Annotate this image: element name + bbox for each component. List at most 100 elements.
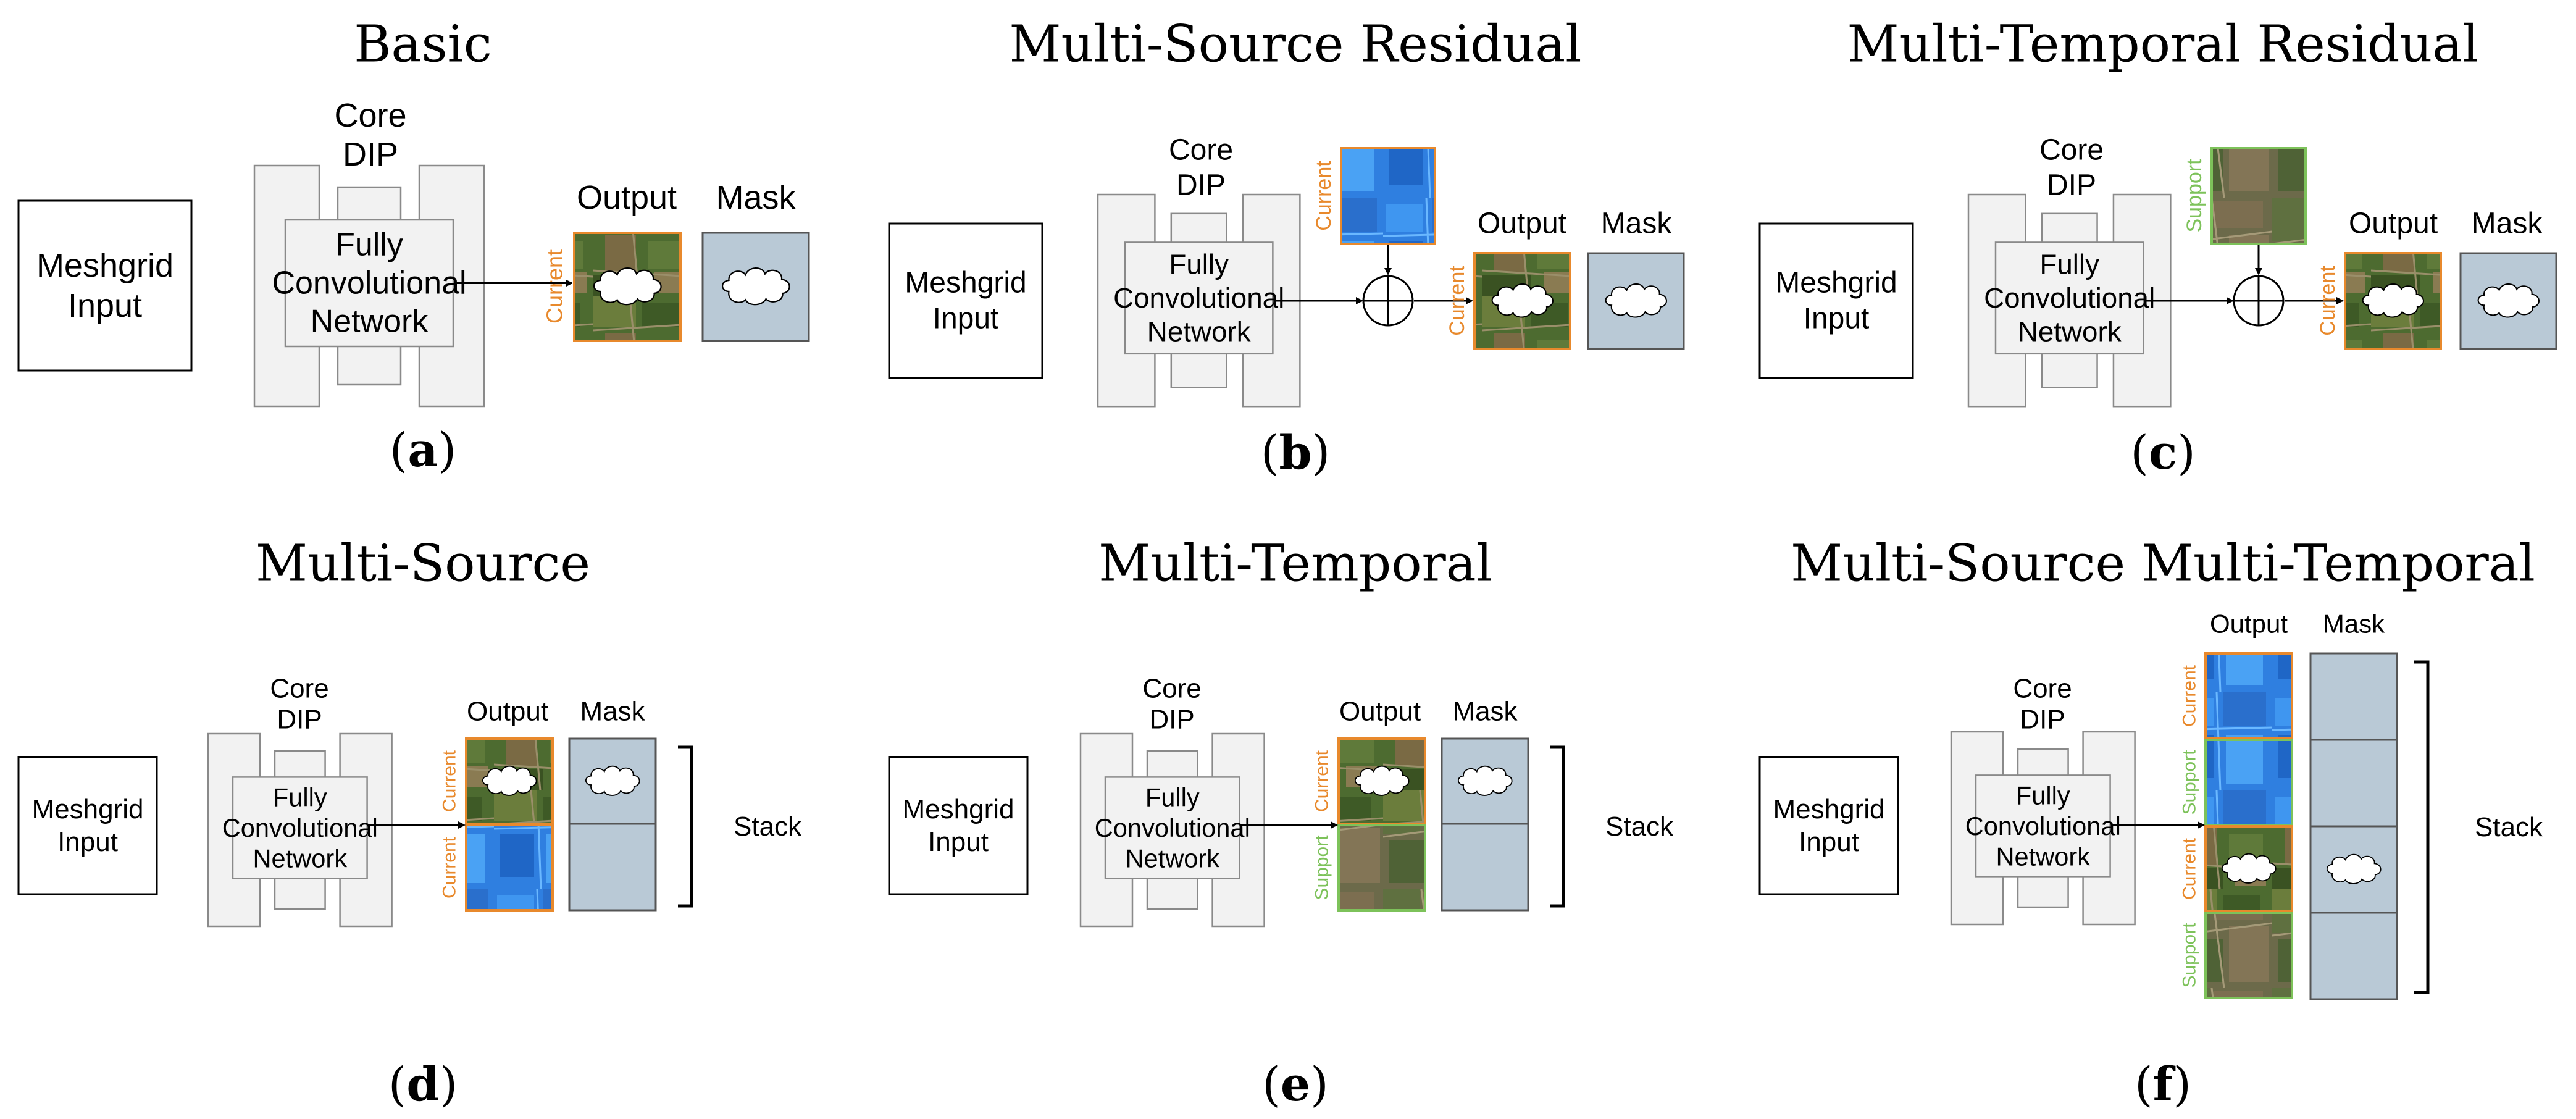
- meshgrid-input-label: Input: [57, 827, 118, 857]
- fcn-box: [1994, 241, 2144, 355]
- panel-b: Multi-Source Residual(b)MeshgridInputCor…: [888, 15, 1685, 480]
- meshgrid-input-label: Input: [928, 827, 989, 857]
- current-tag: Current: [1445, 266, 1469, 336]
- core-dip-label: DIP: [1149, 705, 1194, 735]
- current-tag: Current: [1312, 161, 1336, 231]
- output-current-image: [465, 737, 554, 825]
- stack-bracket: [1550, 745, 1565, 908]
- fcn-label: Fully: [1145, 782, 1200, 811]
- fcn-label: Convolutional: [1965, 811, 2121, 840]
- panel-title: Multi-Temporal Residual: [1847, 15, 2479, 74]
- fcn-box: [232, 776, 368, 879]
- meshgrid-input-label: Meshgrid: [36, 247, 174, 284]
- core-dip-label: Core: [2013, 674, 2072, 704]
- meshgrid-input-label: Meshgrid: [1773, 794, 1885, 824]
- fcn-label: Convolutional: [1984, 282, 2155, 314]
- mask-label: Mask: [716, 179, 796, 216]
- current-tag: Current: [440, 836, 460, 899]
- output-label: Output: [1339, 697, 1421, 727]
- current-tag: Current: [2316, 266, 2340, 336]
- mask-tile: [2309, 912, 2398, 1000]
- output-label: Output: [1478, 207, 1566, 240]
- cloud-icon: [721, 267, 790, 306]
- residual-add-node: [2233, 275, 2285, 327]
- panel-title: Multi-Source: [256, 535, 590, 593]
- residual-add-node: [1362, 275, 1414, 327]
- stack-label: Stack: [2475, 812, 2543, 842]
- cloud-icon: [1491, 283, 1554, 318]
- cloud-icon: [1605, 283, 1667, 318]
- panel-e: Multi-Temporal(e)MeshgridInputCoreDIPFul…: [888, 535, 1674, 1112]
- meshgrid-input-label: Input: [1804, 302, 1870, 335]
- panel-title: Multi-Source Multi-Temporal: [1791, 535, 2535, 593]
- mask-label: Mask: [1601, 207, 1673, 240]
- fcn-label: Network: [311, 304, 429, 340]
- meshgrid-input-label: Input: [933, 302, 999, 335]
- support-tag: Support: [2180, 923, 2200, 988]
- output-label: Output: [467, 697, 548, 727]
- meshgrid-input-label: Meshgrid: [32, 794, 144, 824]
- core-dip-label: Core: [334, 97, 406, 134]
- fcn-label: Network: [1126, 844, 1220, 873]
- core-dip-label: Core: [270, 674, 328, 704]
- panel-c: Multi-Temporal Residual(c)MeshgridInputC…: [1758, 15, 2557, 480]
- core-dip-label: Core: [1142, 674, 1201, 704]
- stack-label: Stack: [734, 811, 802, 842]
- stack-bracket: [678, 745, 693, 908]
- fcn-label: Convolutional: [1113, 282, 1284, 314]
- meshgrid-input-label: Input: [68, 287, 142, 324]
- mask-tile: [1587, 252, 1685, 350]
- mask-tile: [2309, 825, 2398, 914]
- mask-tile: [701, 232, 810, 342]
- output-support-image: [2204, 912, 2293, 999]
- cloud-icon: [1457, 765, 1513, 796]
- panel-caption: (a): [390, 422, 457, 477]
- meshgrid-input-box: [1758, 222, 1914, 379]
- meshgrid-input-box: [17, 199, 193, 372]
- panel-title: Multi-Source Residual: [1010, 15, 1582, 74]
- fcn-label: Network: [1147, 316, 1251, 348]
- panel-caption: (d): [388, 1057, 458, 1112]
- meshgrid-input-label: Meshgrid: [905, 267, 1026, 300]
- fcn-box: [284, 219, 454, 348]
- panel-title: Basic: [354, 15, 491, 74]
- meshgrid-input-box: [888, 222, 1043, 379]
- meshgrid-input-box: [888, 756, 1029, 895]
- mask-tile: [1441, 737, 1529, 825]
- core-dip-label: DIP: [2020, 705, 2065, 735]
- cloud-icon: [593, 267, 662, 306]
- stack-label: Stack: [1605, 811, 1674, 842]
- fcn-box: [1975, 774, 2111, 878]
- output-image: [2344, 252, 2442, 350]
- current-tag: Current: [1312, 750, 1332, 812]
- core-dip-label: Core: [1169, 134, 1233, 167]
- current-tag: Current: [2180, 664, 2200, 727]
- core-dip-label: DIP: [277, 705, 322, 735]
- output-current-source-image: [465, 824, 554, 912]
- output-label: Output: [2349, 207, 2438, 240]
- support-tag: Support: [2183, 159, 2206, 233]
- cloud-icon: [2221, 853, 2277, 884]
- output-current-image: [2204, 825, 2293, 913]
- meshgrid-input-box: [1758, 756, 1899, 895]
- panel-a: Basic(a)MeshgridInputCoreDIPFullyConvolu…: [17, 15, 810, 477]
- fcn-label: Fully: [2039, 249, 2099, 280]
- meshgrid-input-label: Input: [1799, 827, 1859, 857]
- meshgrid-input-label: Meshgrid: [1775, 267, 1897, 300]
- core-dip-label: Core: [2039, 134, 2104, 167]
- core-dip-label: DIP: [1176, 169, 1226, 202]
- mask-label: Mask: [580, 697, 645, 727]
- cloud-icon: [2326, 853, 2382, 884]
- panel-title: Multi-Temporal: [1098, 535, 1492, 593]
- current-tag: Current: [542, 249, 567, 324]
- fcn-label: Fully: [2016, 781, 2070, 810]
- fcn-label: Network: [1996, 842, 2091, 871]
- mask-tile: [2459, 252, 2557, 350]
- fcn-label: Network: [2018, 316, 2122, 348]
